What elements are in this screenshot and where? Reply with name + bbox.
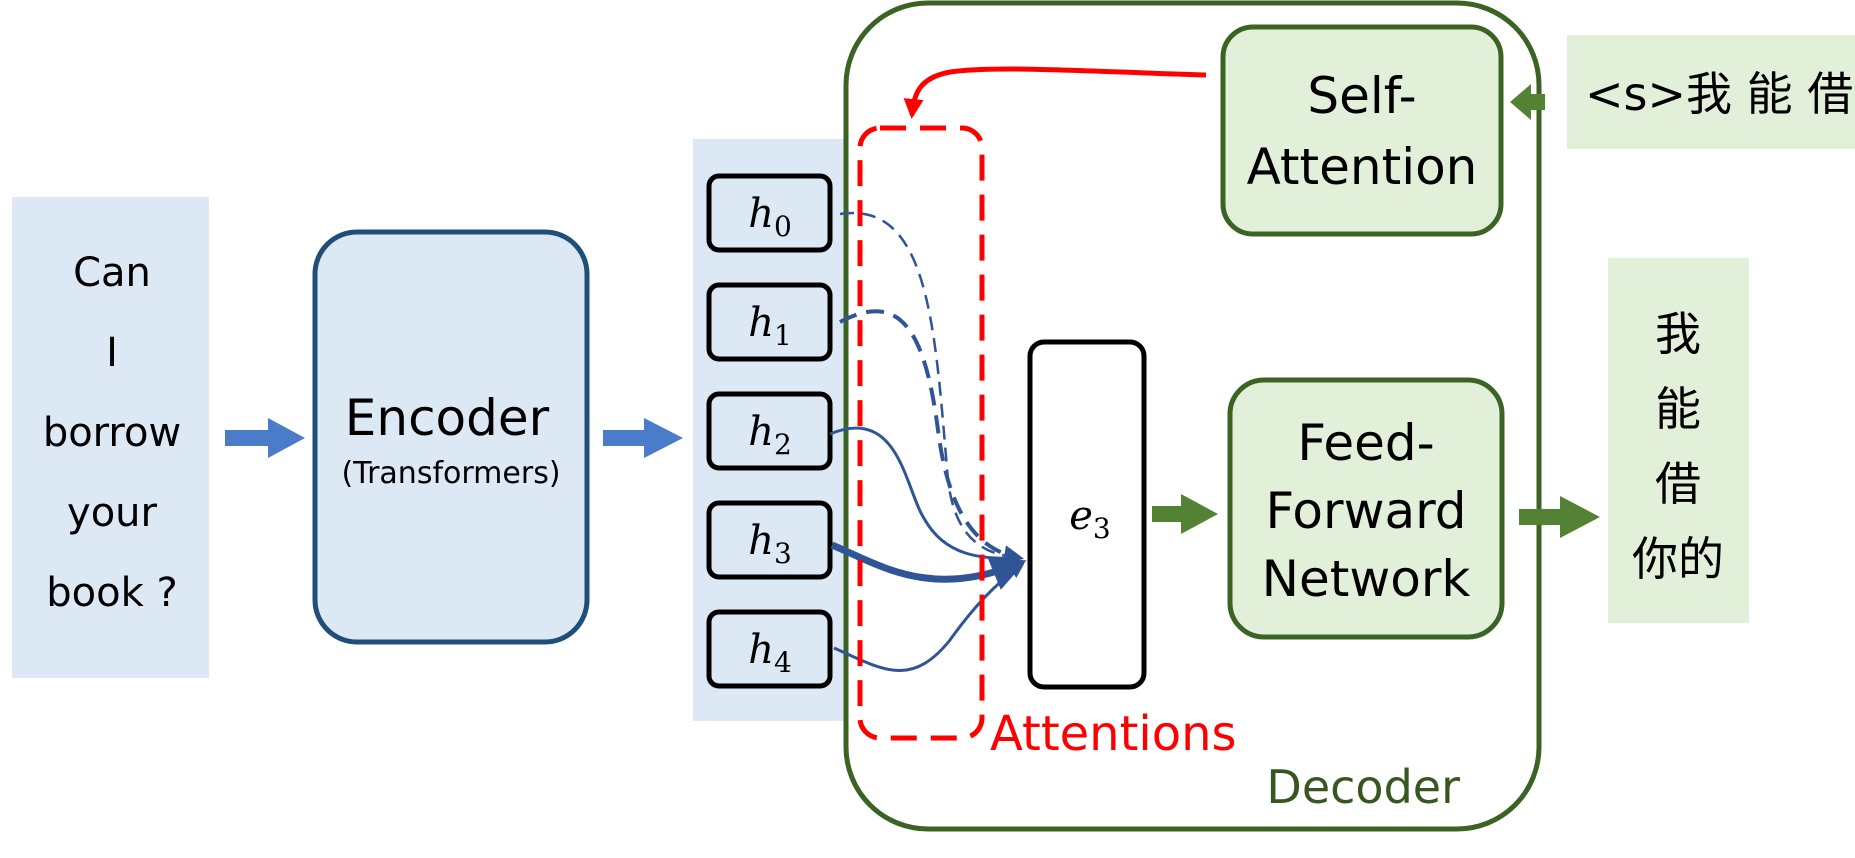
context-index: 3 bbox=[1093, 512, 1111, 545]
decoder-input-panel: <s>我 能 借 bbox=[1567, 35, 1855, 149]
hidden-state-index: 0 bbox=[774, 210, 792, 243]
self-attention-line1: Self- bbox=[1307, 67, 1416, 125]
input-to-encoder-arrow bbox=[225, 418, 305, 458]
attention-line-h2 bbox=[829, 426, 1023, 567]
hidden-state-symbol: h bbox=[748, 409, 774, 455]
output-token: 能 bbox=[1655, 382, 1701, 436]
input-word: Can bbox=[73, 250, 151, 296]
input-word: book ? bbox=[46, 570, 177, 616]
svg-text:h4: h4 bbox=[748, 627, 792, 679]
encoder-block: Encoder (Transformers) bbox=[312, 229, 590, 645]
ffn-to-output-arrow bbox=[1519, 496, 1600, 538]
attention-lines bbox=[829, 211, 1027, 672]
hidden-state-index: 4 bbox=[774, 646, 792, 679]
attention-line-h0 bbox=[839, 211, 1023, 564]
hidden-state-list: h0 h1 h2 h3 h4 bbox=[706, 173, 833, 689]
ffn-line1: Feed- bbox=[1297, 414, 1434, 472]
hidden-state-h0: h0 bbox=[706, 173, 833, 253]
hidden-state-symbol: h bbox=[748, 518, 774, 564]
decoder-input-text: <s>我 能 借 bbox=[1585, 67, 1853, 121]
hidden-state-symbol: h bbox=[748, 627, 774, 673]
svg-text:e3: e3 bbox=[1069, 493, 1111, 545]
context-to-ffn-arrow bbox=[1152, 494, 1218, 534]
input-panel-bg bbox=[12, 197, 209, 678]
output-token: 我 bbox=[1655, 307, 1701, 361]
hidden-state-h2: h2 bbox=[706, 391, 833, 471]
svg-text:h3: h3 bbox=[748, 518, 792, 570]
decoder-box bbox=[843, 0, 1542, 832]
self-attention-block: Self- Attention bbox=[1220, 24, 1504, 237]
context-vector-e3: e3 bbox=[1027, 339, 1147, 690]
hidden-state-h3: h3 bbox=[706, 500, 833, 580]
input-word: I bbox=[106, 330, 118, 376]
input-sentence-panel: Can I borrow your book ? bbox=[12, 197, 209, 678]
hidden-state-symbol: h bbox=[748, 300, 774, 346]
output-tokens-panel: 我 能 借 你的 bbox=[1608, 258, 1749, 623]
hidden-state-index: 2 bbox=[774, 428, 792, 461]
encoder-to-hidden-arrow bbox=[603, 418, 683, 458]
attention-line-h1 bbox=[839, 309, 1024, 566]
output-token: 你的 bbox=[1632, 532, 1724, 586]
attentions-label: Attentions bbox=[990, 706, 1237, 762]
encoder-box bbox=[312, 229, 590, 645]
decoder-label: Decoder bbox=[1266, 760, 1460, 814]
encoder-subtitle: (Transformers) bbox=[341, 456, 560, 491]
ffn-block: Feed- Forward Network bbox=[1227, 377, 1505, 640]
svg-text:h0: h0 bbox=[748, 191, 792, 243]
hidden-state-h1: h1 bbox=[706, 282, 833, 362]
ffn-line2: Forward bbox=[1265, 482, 1466, 540]
self-attention-to-attentions-arrow bbox=[903, 66, 1207, 119]
hidden-state-symbol: h bbox=[748, 191, 774, 237]
ffn-line3: Network bbox=[1262, 550, 1471, 608]
svg-text:h2: h2 bbox=[748, 409, 792, 461]
hidden-state-index: 1 bbox=[774, 319, 792, 352]
attentions-highlight-box bbox=[857, 125, 985, 741]
output-token: 借 bbox=[1655, 457, 1701, 511]
context-symbol: e bbox=[1069, 493, 1093, 539]
input-word: your bbox=[67, 490, 157, 536]
hidden-state-h4: h4 bbox=[706, 609, 833, 689]
attention-line-h3 bbox=[830, 541, 1027, 590]
self-attention-line2: Attention bbox=[1247, 138, 1478, 196]
hidden-state-index: 3 bbox=[774, 537, 792, 570]
input-word: borrow bbox=[43, 410, 181, 456]
svg-text:h1: h1 bbox=[748, 300, 792, 352]
encoder-title: Encoder bbox=[345, 389, 550, 447]
attention-line-h4 bbox=[833, 563, 1025, 672]
decoder-input-arrow bbox=[1510, 84, 1545, 120]
